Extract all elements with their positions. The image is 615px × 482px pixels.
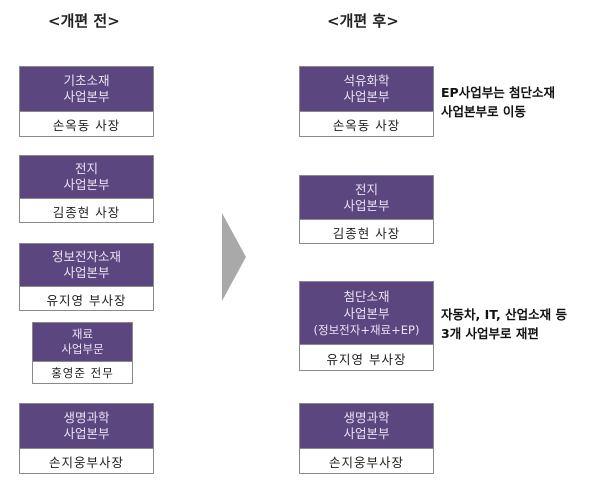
division-head: 손지웅부사장 bbox=[300, 448, 433, 474]
note-line: 사업본부로 이동 bbox=[441, 104, 526, 119]
org-box-before-basic-materials: 기초소재 사업본부 손옥동 사장 bbox=[19, 66, 154, 137]
division-head: 김종현 사장 bbox=[300, 219, 433, 244]
division-name: 석유화학 사업본부 bbox=[300, 67, 433, 111]
org-box-after-life-sciences: 생명과학 사업본부 손지웅부사장 bbox=[299, 403, 434, 474]
division-name: 생명과학 사업본부 bbox=[300, 404, 433, 448]
division-line: 첨단소재 bbox=[343, 288, 390, 304]
division-head: 유지영 부사장 bbox=[300, 344, 433, 371]
org-box-before-life-sciences: 생명과학 사업본부 손지웅부사장 bbox=[19, 403, 154, 474]
division-head: 유지영 부사장 bbox=[20, 286, 153, 311]
division-name: 전지 사업본부 bbox=[20, 156, 153, 198]
division-line: 사업부문 bbox=[61, 342, 104, 356]
org-box-after-battery: 전지 사업본부 김종현 사장 bbox=[299, 175, 434, 244]
org-box-before-it-electronics-materials: 정보전자소재 사업본부 유지영 부사장 bbox=[19, 243, 154, 311]
note-line: 자동차, IT, 산업소재 등 bbox=[441, 307, 567, 322]
note-line: 3개 사업부로 재편 bbox=[441, 326, 539, 341]
division-name: 기초소재 사업본부 bbox=[20, 67, 153, 111]
note-line: EP사업부는 첨단소재 bbox=[441, 85, 556, 100]
division-line: 사업본부 bbox=[343, 197, 390, 213]
org-box-after-advanced-materials: 첨단소재 사업본부 (정보전자+재료+EP) 유지영 부사장 bbox=[299, 281, 434, 371]
division-line: 사업본부 bbox=[343, 305, 390, 321]
org-box-before-materials: 재료 사업부문 홍영준 전무 bbox=[32, 322, 133, 384]
division-line: 전지 bbox=[354, 181, 378, 197]
division-line: 사업본부 bbox=[63, 89, 110, 104]
division-head: 홍영준 전무 bbox=[33, 361, 132, 384]
heading-before: <개편 전> bbox=[48, 12, 120, 30]
division-name: 정보전자소재 사업본부 bbox=[20, 244, 153, 286]
division-head: 손옥동 사장 bbox=[20, 111, 153, 137]
division-head: 김종현 사장 bbox=[20, 198, 153, 223]
division-name: 전지 사업본부 bbox=[300, 176, 433, 219]
division-head: 손지웅부사장 bbox=[20, 448, 153, 474]
division-line: 정보전자소재 bbox=[51, 249, 121, 264]
division-line: 사업본부 bbox=[343, 426, 390, 441]
division-name: 생명과학 사업본부 bbox=[20, 404, 153, 448]
division-line: 생명과학 bbox=[343, 410, 390, 425]
division-line: 사업본부 bbox=[63, 177, 110, 192]
division-line: 생명과학 bbox=[63, 410, 110, 425]
division-line: 석유화학 bbox=[343, 73, 390, 88]
division-head: 손옥동 사장 bbox=[300, 111, 433, 137]
org-box-before-battery: 전지 사업본부 김종현 사장 bbox=[19, 155, 154, 223]
division-name: 첨단소재 사업본부 (정보전자+재료+EP) bbox=[300, 282, 433, 344]
division-line: 사업본부 bbox=[343, 89, 390, 104]
division-line: (정보전자+재료+EP) bbox=[313, 322, 420, 337]
division-line: 재료 bbox=[71, 327, 94, 341]
note-restructure: 자동차, IT, 산업소재 등 3개 사업부로 재편 bbox=[441, 305, 567, 343]
right-arrow-icon bbox=[222, 213, 246, 301]
division-name: 재료 사업부문 bbox=[33, 323, 132, 361]
division-line: 사업본부 bbox=[63, 265, 110, 280]
division-line: 기초소재 bbox=[63, 73, 110, 88]
heading-after: <개편 후> bbox=[327, 12, 399, 30]
division-line: 사업본부 bbox=[63, 426, 110, 441]
division-line: 전지 bbox=[74, 161, 98, 176]
org-box-after-petrochemicals: 석유화학 사업본부 손옥동 사장 bbox=[299, 66, 434, 137]
note-ep-move: EP사업부는 첨단소재 사업본부로 이동 bbox=[441, 83, 555, 121]
